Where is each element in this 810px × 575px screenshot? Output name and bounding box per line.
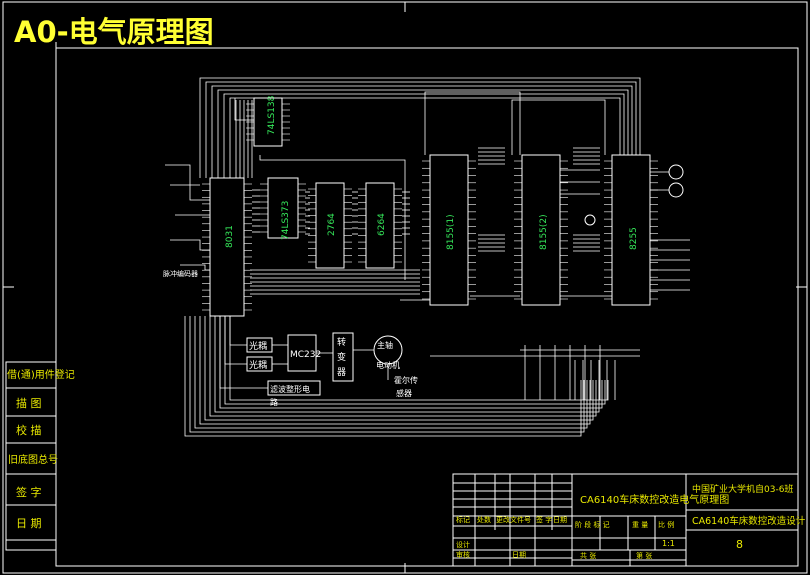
- side-panel-cell: 旧底图总号: [8, 453, 58, 466]
- side-panel-cell: 校 描: [16, 423, 42, 437]
- inner-border: [55, 47, 799, 567]
- chip-pins: [202, 103, 658, 311]
- chip-8155-1: [429, 154, 469, 306]
- tb-label: 日期: [512, 551, 526, 559]
- wiring: [165, 77, 690, 437]
- opto-label: 光耦: [249, 359, 267, 371]
- tb-label: 重 量: [632, 521, 648, 529]
- converter-label: 转: [337, 336, 346, 348]
- tb-label: 签 字: [536, 515, 552, 524]
- tb-label: 比 例: [658, 520, 674, 529]
- chip-8255: [611, 154, 651, 306]
- side-panel-cell: 签 字: [16, 485, 42, 499]
- chip-2764: [315, 182, 345, 269]
- filter-label: 滤波整形电: [270, 384, 310, 394]
- chip-8155-2: [521, 154, 561, 306]
- chip-8031: [209, 177, 245, 317]
- chip-6264: [365, 182, 395, 269]
- drawing-name: CA6140车床数控改造电气原理图: [580, 493, 729, 506]
- scale-value: 1:1: [662, 539, 675, 548]
- chip-outlines: [209, 97, 651, 317]
- tb-label: 更改文件号: [496, 515, 531, 524]
- tb-label: 阶 段 标 记: [575, 520, 610, 529]
- hall-label: 霍尔传: [394, 375, 418, 385]
- tb-label: 标记: [456, 515, 470, 524]
- tb-label: 设计: [456, 540, 470, 549]
- motor-label: 主轴: [377, 340, 393, 350]
- sheet-number: 8: [736, 538, 743, 551]
- side-panel-cell: 日 期: [16, 517, 42, 530]
- chip-label-8155-1: 8155(1): [446, 214, 456, 250]
- tb-label: 日期: [553, 516, 567, 524]
- org-name: 中国矿业大学机自03-6班: [692, 483, 793, 495]
- title-block: [452, 473, 799, 567]
- tb-label: 处数: [477, 515, 491, 524]
- chip-label-8031: 8031: [225, 225, 235, 248]
- tb-label: 第 张: [636, 551, 652, 560]
- chip-label-8155-2: 8155(2): [539, 214, 549, 250]
- stepper-motors: [584, 164, 684, 226]
- side-panel-cell: 描 图: [16, 396, 42, 410]
- chip-label-8255: 8255: [629, 227, 639, 250]
- chip-label-74ls373: 74LS373: [281, 201, 291, 240]
- filter-label: 路: [270, 397, 278, 407]
- chip-label-6264: 6264: [377, 213, 387, 236]
- chip-label-74ls138: 74LS138: [267, 95, 277, 135]
- converter-label: 器: [337, 367, 346, 378]
- converter-label: 变: [337, 351, 346, 363]
- page-title: A0-电气原理图: [14, 15, 214, 49]
- project-name: CA6140车床数控改造设计: [692, 515, 806, 527]
- mc-label: MC232: [290, 350, 321, 360]
- encoder-label: 脉冲编码器: [163, 269, 198, 278]
- opto-label: 光耦: [249, 340, 267, 352]
- tb-label: 共 张: [580, 551, 596, 560]
- hall-label: 感器: [396, 388, 412, 398]
- centering-marks: [3, 2, 807, 573]
- side-panel-cell: 借(通)用件登记: [7, 368, 75, 381]
- chip-label-2764: 2764: [327, 213, 337, 236]
- side-panel: 借(通)用件登记 描 图 校 描 旧底图总号 签 字 日 期: [5, 361, 75, 551]
- tb-label: 审核: [456, 550, 470, 559]
